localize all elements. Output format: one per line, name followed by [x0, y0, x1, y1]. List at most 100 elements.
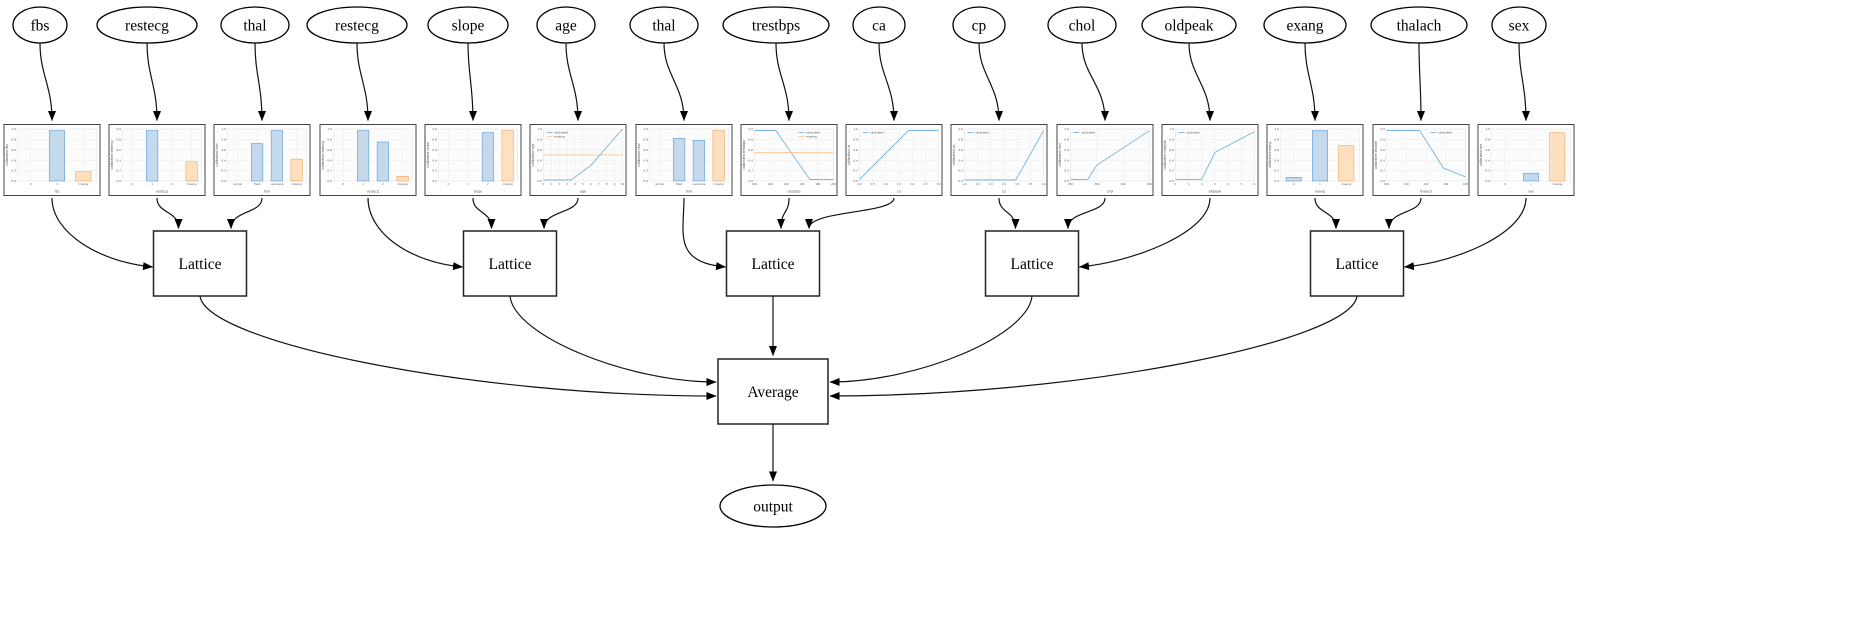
y-axis-label: calibrated thal — [215, 143, 219, 166]
y-tick-label: 0.0 — [748, 179, 753, 183]
x-tick-label: 1 — [1530, 182, 1532, 186]
y-tick-label: 0.0 — [958, 179, 963, 183]
x-tick-label: 200 — [831, 182, 836, 186]
feature-ellipse-cp — [952, 6, 1006, 44]
y-tick-label: 1.0 — [11, 127, 16, 131]
y-tick-label: 0.0 — [1064, 179, 1069, 183]
x-tick-label: 100 — [752, 182, 757, 186]
y-tick-label: 0.4 — [1485, 158, 1490, 162]
y-tick-label: 1.0 — [748, 127, 753, 131]
y-tick-label: 0.2 — [1169, 169, 1174, 173]
x-axis-label: cp — [1002, 190, 1006, 194]
edge-cal_sex-to-lattice_5 — [1404, 197, 1527, 271]
x-axis-label: fbs — [55, 190, 60, 194]
feature-ellipse-restecg_1 — [96, 6, 198, 44]
x-tick-label: missing — [187, 182, 197, 186]
feature-label-age: age — [555, 18, 577, 35]
y-tick-label: 0.8 — [958, 138, 963, 142]
output-label: output — [753, 499, 793, 516]
y-axis-label: calibrated exang — [1268, 142, 1272, 169]
y-tick-label: 0.4 — [643, 158, 648, 162]
edge-ca-to-calibrator — [878, 42, 898, 121]
y-tick-label: 0.2 — [221, 169, 226, 173]
bar-thal-reversible — [270, 130, 283, 182]
y-tick-label: 0.8 — [1169, 138, 1174, 142]
y-tick-label: 0.0 — [643, 179, 648, 183]
x-axis-label: sex — [1528, 190, 1534, 194]
y-axis-label: calibrated oldpeak — [1163, 140, 1167, 170]
bar-sex-missing — [1549, 132, 1566, 182]
x-tick-label: 10 — [621, 182, 625, 186]
y-tick-label: 0.8 — [11, 138, 16, 142]
y-tick-label: 0.2 — [432, 169, 437, 173]
x-tick-label: 140 — [784, 182, 789, 186]
feature-node-trestbps: trestbps — [722, 6, 830, 44]
feature-ellipse-slope — [427, 6, 509, 44]
y-tick-label: 1.0 — [432, 127, 437, 131]
y-tick-label: 0.8 — [1274, 138, 1279, 142]
x-tick-label: missing — [1552, 182, 1562, 186]
y-tick-label: 0.6 — [1169, 148, 1174, 152]
edge-sex-to-calibrator — [1518, 42, 1530, 121]
lattice-box-4 — [984, 230, 1080, 297]
feature-ellipse-trestbps — [722, 6, 830, 44]
x-tick-label: 400 — [1121, 182, 1126, 186]
y-tick-label: 0.4 — [853, 158, 858, 162]
feature-node-thalach: thalach — [1370, 6, 1468, 44]
y-tick-label: 0.2 — [537, 169, 542, 173]
bar-thal-missing — [712, 130, 725, 182]
legend-label: missing — [806, 135, 817, 139]
x-tick-label: 160 — [799, 182, 804, 186]
x-tick-label: 2.5 — [1002, 182, 1006, 186]
x-tick-label: 100 — [1384, 182, 1389, 186]
edge-age-to-calibrator — [565, 42, 582, 121]
calibration-line-calibrated — [1175, 131, 1255, 180]
plot-area — [1070, 128, 1150, 182]
average-box — [717, 358, 829, 425]
feature-label-restecg_2: restecg — [335, 18, 379, 35]
x-tick-label: 0 — [1293, 182, 1295, 186]
lattice-node-2: Lattice — [462, 230, 558, 297]
x-tick-label: 6 — [590, 182, 592, 186]
feature-node-oldpeak: oldpeak — [1141, 6, 1237, 44]
x-tick-label: missing — [503, 182, 513, 186]
x-tick-label: 2.5 — [923, 182, 927, 186]
x-tick-label: 5 — [1241, 182, 1243, 186]
y-tick-label: 0.2 — [748, 169, 753, 173]
y-tick-label: 0.6 — [327, 148, 332, 152]
feature-node-exang: exang — [1263, 6, 1347, 44]
x-tick-label: 1.5 — [897, 182, 901, 186]
lattice-node-4: Lattice — [984, 230, 1080, 297]
x-tick-label: 2 — [382, 182, 384, 186]
y-tick-label: 0.8 — [432, 138, 437, 142]
y-tick-label: 0.2 — [11, 169, 16, 173]
bar-restecg-2 — [376, 141, 389, 182]
y-tick-label: 1.0 — [958, 127, 963, 131]
x-axis-label: restecg — [367, 190, 379, 194]
x-tick-label: 1 — [56, 182, 58, 186]
x-tick-label: fixed — [676, 182, 683, 186]
edge-cal_fbs-to-lattice_1 — [51, 197, 153, 271]
edge-thal_2-to-calibrator — [663, 42, 688, 121]
y-tick-label: 0.0 — [221, 179, 226, 183]
edge-lattice_2-to-average — [509, 295, 717, 386]
y-tick-label: 0.4 — [432, 158, 437, 162]
feature-ellipse-fbs — [12, 6, 68, 44]
lattice-label-2: Lattice — [488, 256, 531, 273]
feature-ellipse-restecg_2 — [306, 6, 408, 44]
lattice-box-1 — [152, 230, 248, 297]
x-tick-label: reversible — [270, 182, 283, 186]
x-tick-label: 4 — [574, 182, 576, 186]
x-tick-label: 120 — [768, 182, 773, 186]
y-tick-label: 0.0 — [116, 179, 121, 183]
x-tick-label: 2.0 — [989, 182, 993, 186]
x-tick-label: normal — [655, 182, 664, 186]
y-tick-label: 0.8 — [327, 138, 332, 142]
edge-lattice_5-to-average — [829, 295, 1358, 400]
x-tick-label: missing — [292, 182, 302, 186]
